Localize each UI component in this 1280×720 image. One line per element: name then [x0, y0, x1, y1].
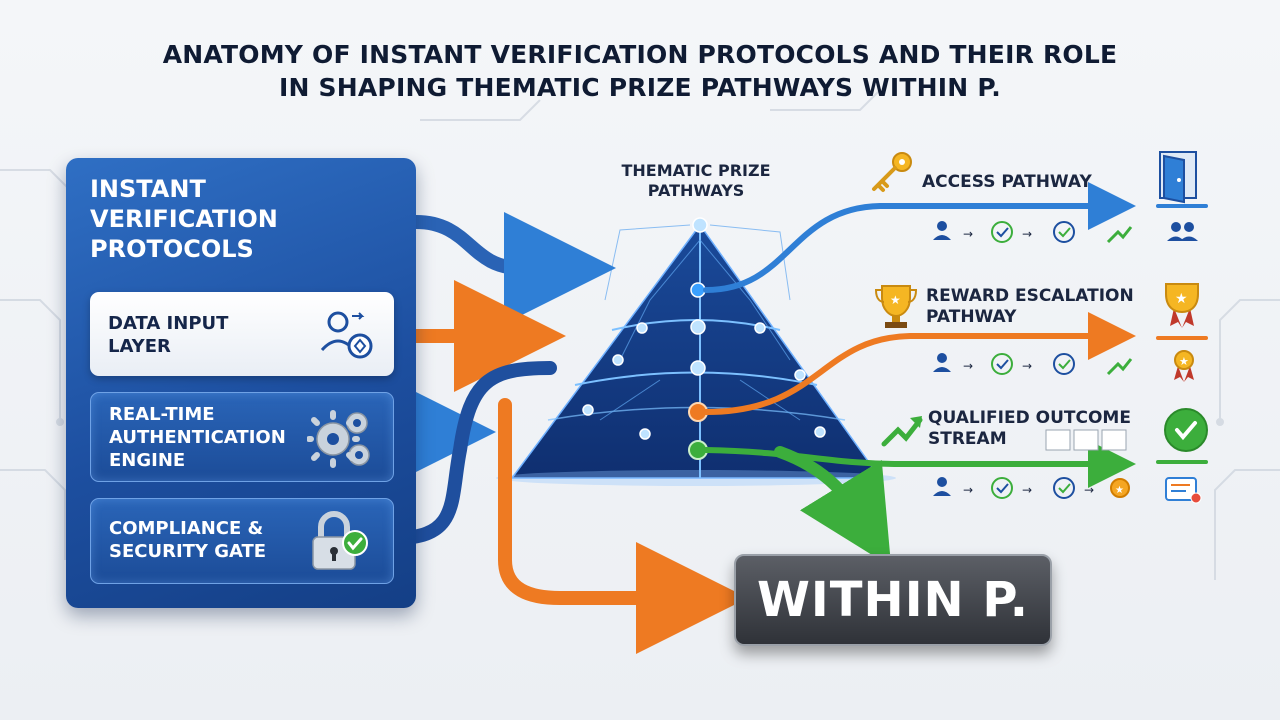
svg-text:→: → [1022, 227, 1032, 241]
badge-icon: ★ [1110, 478, 1130, 498]
card-label-line: SECURITY GATE [109, 541, 267, 562]
svg-text:→: → [1022, 359, 1032, 373]
trend-up-icon [1106, 226, 1133, 244]
user-icon [933, 477, 951, 496]
svg-text:★: ★ [890, 293, 901, 307]
pathway-label-line: REWARD ESCALATION [926, 286, 1134, 306]
check-circle-icon [991, 477, 1013, 499]
trophy-icon: ★ [874, 285, 918, 328]
panel-title-line: VERIFICATION [90, 205, 278, 233]
trend-up-icon [1106, 358, 1133, 376]
pyramid [496, 217, 896, 486]
card-label: REAL-TIME AUTHENTICATION ENGINE [109, 403, 286, 472]
user-shield-icon [320, 311, 373, 359]
title-line-1: ANATOMY OF INSTANT VERIFICATION PROTOCOL… [162, 40, 1118, 69]
svg-text:→: → [1022, 483, 1032, 497]
panel-title-line: INSTANT [90, 175, 206, 203]
svg-text:★: ★ [1115, 485, 1124, 496]
trophy-medal-icon: ★ [1165, 283, 1199, 328]
pathway-label-line: ACCESS PATHWAY [922, 172, 1092, 192]
svg-text:→: → [963, 227, 973, 241]
pyramid-title-line: THEMATIC PRIZE [621, 161, 771, 180]
card-label-line: COMPLIANCE & [109, 518, 264, 539]
check-circle-icon [1053, 353, 1075, 375]
svg-text:→: → [963, 483, 973, 497]
qualified-steps: → → → ★ [933, 477, 1202, 504]
panel-title: INSTANT VERIFICATION PROTOCOLS [90, 174, 320, 264]
pyramid-title-line: PATHWAYS [647, 181, 745, 200]
check-circle-icon [991, 221, 1013, 243]
title-line-2: IN SHAPING THEMATIC PRIZE PATHWAYS WITHI… [279, 73, 1001, 102]
document-icon [1045, 429, 1127, 451]
card-label-line: DATA INPUT [108, 313, 229, 334]
card-label: DATA INPUT LAYER [108, 312, 228, 358]
user-icon [933, 353, 951, 372]
key-icon [872, 152, 912, 192]
card-label-line: ENGINE [109, 450, 186, 471]
pathway-label-line: QUALIFIED OUTCOME [928, 408, 1131, 428]
card-label: COMPLIANCE & SECURITY GATE [109, 517, 266, 563]
svg-text:→: → [963, 359, 973, 373]
card-label-line: AUTHENTICATION [109, 427, 286, 448]
within-p-label: WITHIN P. [756, 572, 1030, 628]
authentication-engine-card: REAL-TIME AUTHENTICATION ENGINE [90, 392, 394, 482]
certificate-icon [1165, 477, 1202, 504]
gears-icon [307, 410, 370, 468]
reward-pathway-label: REWARD ESCALATION PATHWAY [926, 286, 1134, 328]
panel-title-line: PROTOCOLS [90, 235, 254, 263]
background-circuit [0, 89, 1280, 580]
input-arrows [384, 212, 748, 654]
pathway-label-line: STREAM [928, 429, 1007, 449]
users-icon [1167, 222, 1198, 241]
svg-text:★: ★ [1175, 291, 1188, 307]
trend-up-large-icon [881, 416, 923, 447]
user-icon [933, 221, 951, 240]
within-p-box: WITHIN P. [734, 554, 1052, 646]
check-badge-icon [1164, 408, 1208, 452]
reward-steps: → → ★ [933, 350, 1194, 382]
qualified-outcome-label: QUALIFIED OUTCOME STREAM [928, 408, 1131, 450]
medal-icon: ★ [1174, 350, 1194, 382]
check-circle-icon [991, 353, 1013, 375]
page-title: ANATOMY OF INSTANT VERIFICATION PROTOCOL… [0, 38, 1280, 104]
pathway-label-line: PATHWAY [926, 307, 1017, 327]
access-pathway-label: ACCESS PATHWAY [922, 172, 1092, 193]
check-circle-icon [1053, 221, 1075, 243]
output-pathways [703, 182, 1208, 567]
door-icon [1159, 151, 1197, 204]
svg-text:★: ★ [1179, 355, 1189, 368]
svg-text:→: → [1084, 483, 1094, 497]
lock-check-icon [312, 511, 368, 570]
card-label-line: REAL-TIME [109, 404, 215, 425]
pyramid-title: THEMATIC PRIZE PATHWAYS [586, 161, 806, 201]
card-label-line: LAYER [108, 336, 171, 357]
access-steps: → → [933, 221, 1198, 244]
check-circle-icon [1053, 477, 1075, 499]
data-input-layer-card: DATA INPUT LAYER [90, 292, 394, 376]
security-gate-card: COMPLIANCE & SECURITY GATE [90, 498, 394, 584]
